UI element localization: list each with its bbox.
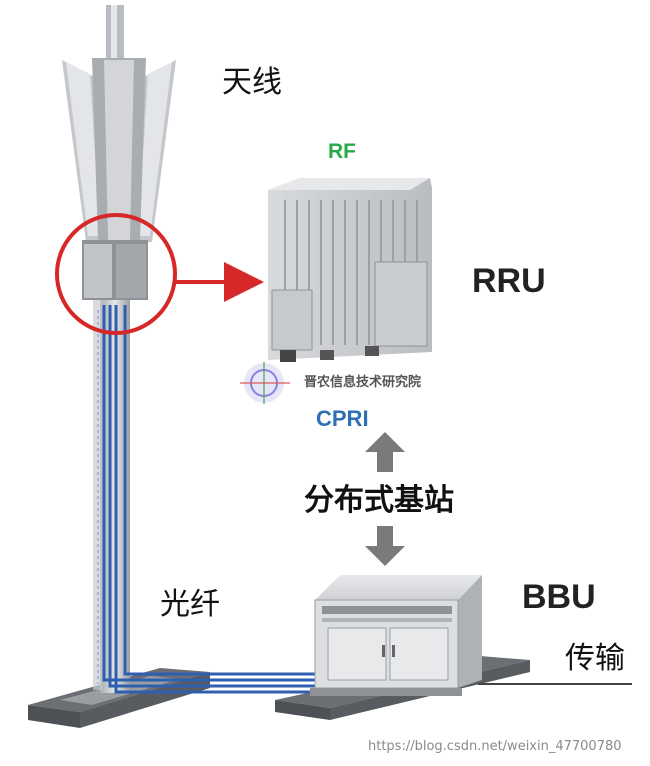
bbu-cabinet [310,575,482,696]
watermark-logo-text: 晋农信息技术研究院 [304,375,422,390]
transmission-label: 传输 [565,641,625,676]
fiber-cable [97,305,325,694]
watermark-logo-icon [240,362,290,404]
down-arrow [365,526,405,566]
distributed-base-station-label: 分布式基站 [304,483,454,518]
cpri-label: CPRI [316,406,369,431]
rf-label: RF [328,140,356,163]
fiber-label: 光纤 [160,587,220,622]
pole-rru-unit [82,240,148,300]
watermark-url: https://blog.csdn.net/weixin_47700780 [368,739,622,754]
rru-unit [268,178,432,362]
highlight-circle [55,213,177,335]
bbu-label: BBU [522,578,596,616]
antenna [62,5,176,242]
antenna-label: 天线 [222,65,282,100]
rru-label: RRU [472,262,546,300]
up-arrow [365,432,405,472]
